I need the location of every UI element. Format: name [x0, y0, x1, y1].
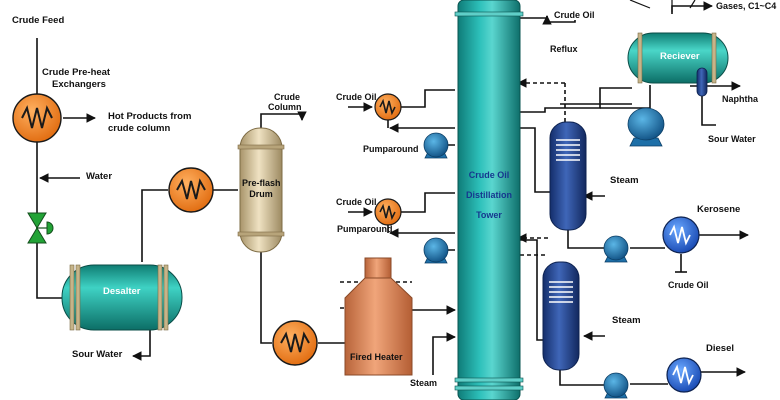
tower-label-line3: Tower — [476, 210, 502, 220]
pumparound-upper-label: Pumparound — [363, 144, 419, 154]
steam-bottom-label: Steam — [410, 378, 438, 388]
distillation-tower[interactable] — [454, 0, 524, 400]
desalter-outlet-line — [141, 189, 168, 262]
stripper1-bottom — [567, 228, 606, 249]
pump-icon[interactable] — [603, 372, 629, 399]
reflux-label: Reflux — [550, 44, 578, 54]
heat-exchanger-icon[interactable] — [168, 167, 214, 213]
pa-upper-out — [400, 89, 455, 108]
desalter-label: Desalter — [103, 286, 141, 297]
pump-icon[interactable] — [603, 235, 629, 263]
sour-water-left-label: Sour Water — [72, 349, 123, 360]
gases-line — [671, 1, 713, 14]
kerosene-label: Kerosene — [697, 204, 741, 215]
preflash-vapor-line — [260, 111, 307, 128]
pump-icon[interactable] — [423, 132, 449, 159]
crude-oil-lower-label: Crude Oil — [336, 197, 377, 207]
steam-bottom-line — [432, 332, 456, 375]
hot-products-label-line1: Hot Products from — [108, 111, 192, 122]
overhead-to-receiver — [518, 87, 632, 113]
crude-oil-upper-label: Crude Oil — [336, 92, 377, 102]
steam-stripper2-label: Steam — [612, 315, 641, 326]
condenser-fans — [629, 0, 696, 12]
sidedraw-1 — [518, 127, 553, 193]
water-label: Water — [86, 171, 113, 182]
crude-oil-kero-label: Crude Oil — [668, 280, 709, 290]
hot-products-label-line2: crude column — [108, 123, 171, 134]
crude-feed-label: Crude Feed — [12, 15, 65, 26]
naphtha-label: Naphtha — [722, 94, 758, 104]
sour-water-right-label: Sour Water — [708, 134, 756, 144]
steam-stripper1-label: Steam — [610, 175, 639, 186]
crude-column-label-line2: Column — [268, 102, 302, 112]
preheat-label-line2: Exchangers — [52, 79, 106, 90]
sour-water-left-line — [132, 330, 151, 361]
gases-label: Gases, C1~C4 — [716, 1, 777, 11]
control-valve-icon[interactable] — [27, 212, 54, 244]
heat-exchanger-icon[interactable] — [666, 357, 702, 393]
preflash-liquid-line — [260, 252, 272, 344]
pumparound-lower-label: Pumparound — [337, 224, 393, 234]
side-stripper-2[interactable] — [542, 261, 580, 371]
side-stripper-1[interactable] — [549, 121, 587, 231]
tower-label-line2: Distillation — [465, 190, 512, 200]
desalter-vessel[interactable] — [61, 264, 183, 331]
diesel-label: Diesel — [706, 343, 734, 354]
pump-icon[interactable] — [423, 237, 449, 264]
receiver-vessel[interactable] — [627, 32, 729, 97]
heat-exchanger-icon[interactable] — [12, 93, 62, 143]
preflash-label-line1: Pre-flash — [242, 178, 281, 188]
heat-exchanger-icon[interactable] — [374, 93, 402, 121]
heat-exchanger-icon[interactable] — [662, 216, 700, 254]
crude-column-label-line1: Crude — [274, 92, 301, 102]
receiver-label: Reciever — [660, 51, 700, 62]
heat-exchanger-icon[interactable] — [374, 198, 402, 226]
crude-oil-top-line — [542, 15, 576, 25]
pa-lower-out — [400, 192, 455, 213]
fired-heater[interactable] — [344, 257, 413, 376]
sour-water-right-line — [701, 94, 716, 126]
preflash-drum[interactable] — [237, 127, 285, 253]
preflash-label-line2: Drum — [249, 189, 273, 199]
crude-oil-top-label: Crude Oil — [554, 10, 595, 20]
preheat-label-line1: Crude Pre-heat — [42, 67, 111, 78]
pump-icon[interactable] — [627, 107, 665, 147]
heat-exchanger-icon[interactable] — [272, 320, 318, 366]
fired-heater-label: Fired Heater — [350, 352, 403, 362]
stripper2-bottom — [559, 365, 606, 386]
tower-label-line1: Crude Oil — [468, 170, 510, 180]
